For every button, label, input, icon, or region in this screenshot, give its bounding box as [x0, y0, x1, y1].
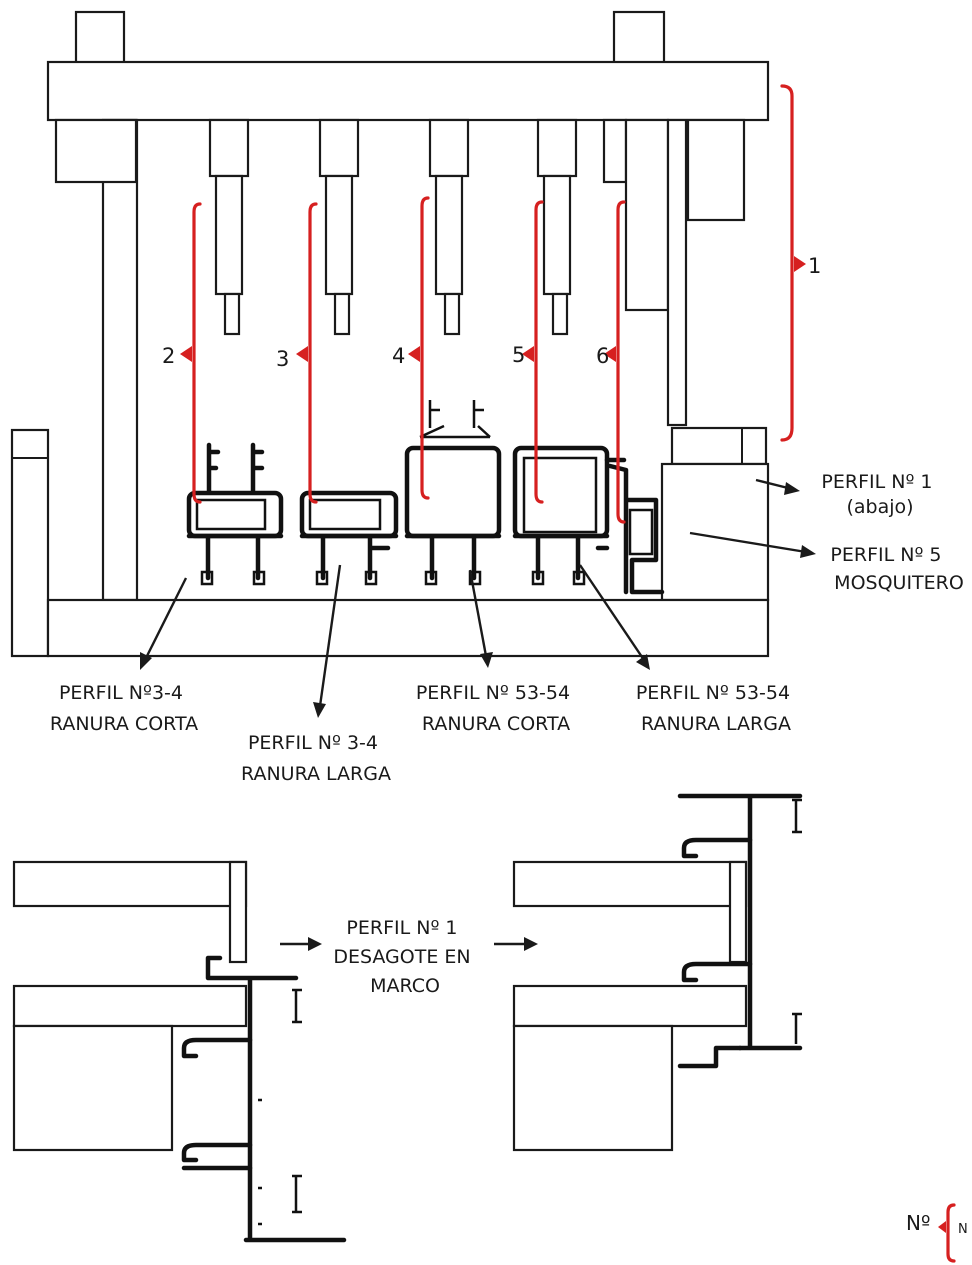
- dimension-3: [296, 202, 318, 504]
- profile-53-54-short: [404, 400, 502, 586]
- dimension-4: [408, 196, 430, 500]
- arrow-perfil-3-4-corta: [140, 577, 188, 670]
- right-block: [686, 118, 746, 222]
- legend: Nº N: [906, 1203, 968, 1263]
- label-perfil-5-mosquitero: PERFIL Nº 5 MOSQUITERO: [830, 544, 963, 594]
- right-rod-a: [602, 118, 628, 184]
- legend-text: N: [958, 1222, 968, 1237]
- profile-5-screen: [607, 463, 665, 595]
- profile-3-4-short: [186, 442, 284, 586]
- left-outer-post: [10, 428, 50, 658]
- arrow-perfil-3-4-larga: [313, 564, 342, 718]
- label-perfil-3-4-corta: PERFIL Nº3-4 RANURA CORTA: [50, 682, 198, 735]
- right-housing: [660, 462, 770, 602]
- right-column: [666, 118, 688, 427]
- left-block: [54, 118, 138, 184]
- arrow-perfil-1: [755, 478, 800, 495]
- left-column: [101, 118, 139, 602]
- dimension-5: [522, 200, 544, 504]
- arrow-detail-right: [494, 937, 538, 951]
- arrow-perfil-53-54-corta: [468, 569, 493, 668]
- legend-prefix: Nº: [906, 1211, 930, 1235]
- detail-left: [12, 860, 347, 1243]
- punch-1: [208, 118, 250, 336]
- label-perfil-53-54-corta: PERFIL Nº 53-54 RANURA CORTA: [416, 682, 576, 735]
- punch-3: [428, 118, 470, 336]
- label-perfil-53-54-larga: PERFIL Nº 53-54 RANURA LARGA: [636, 682, 796, 735]
- dimension-2: [180, 202, 202, 504]
- left-post: [74, 10, 126, 66]
- arrow-detail-left: [280, 937, 322, 951]
- top-plate: [46, 60, 770, 122]
- right-housing-top: [670, 426, 768, 466]
- dimension-number-4: 4: [392, 344, 405, 368]
- punch-2: [318, 118, 360, 336]
- dimension-number-5: 5: [512, 343, 525, 367]
- right-rod-b: [624, 118, 670, 312]
- punch-4: [536, 118, 578, 336]
- label-perfil-1-desagote: PERFIL Nº 1 DESAGOTE EN MARCO: [333, 917, 476, 997]
- dimension-number-6: 6: [596, 344, 609, 368]
- dimension-number-2: 2: [162, 344, 175, 368]
- base-plate: [46, 598, 770, 658]
- arrow-perfil-53-54-larga: [579, 564, 650, 670]
- profile-3-4-long: [299, 490, 399, 586]
- detail-right: [512, 793, 803, 1152]
- dimension-6: [604, 200, 626, 524]
- arrow-perfil-5: [689, 531, 816, 558]
- dimension-number-3: 3: [276, 347, 289, 371]
- right-post: [612, 10, 666, 66]
- dimension-number-1: 1: [808, 254, 821, 278]
- machine-frame: [10, 10, 770, 658]
- legend-bracket: [946, 1203, 956, 1263]
- label-perfil-1-abajo: PERFIL Nº 1 (abajo): [821, 471, 938, 518]
- label-perfil-3-4-larga: PERFIL Nº 3-4 RANURA LARGA: [241, 732, 391, 785]
- profile-53-54-long: [512, 445, 627, 586]
- dimension-1: [780, 84, 806, 442]
